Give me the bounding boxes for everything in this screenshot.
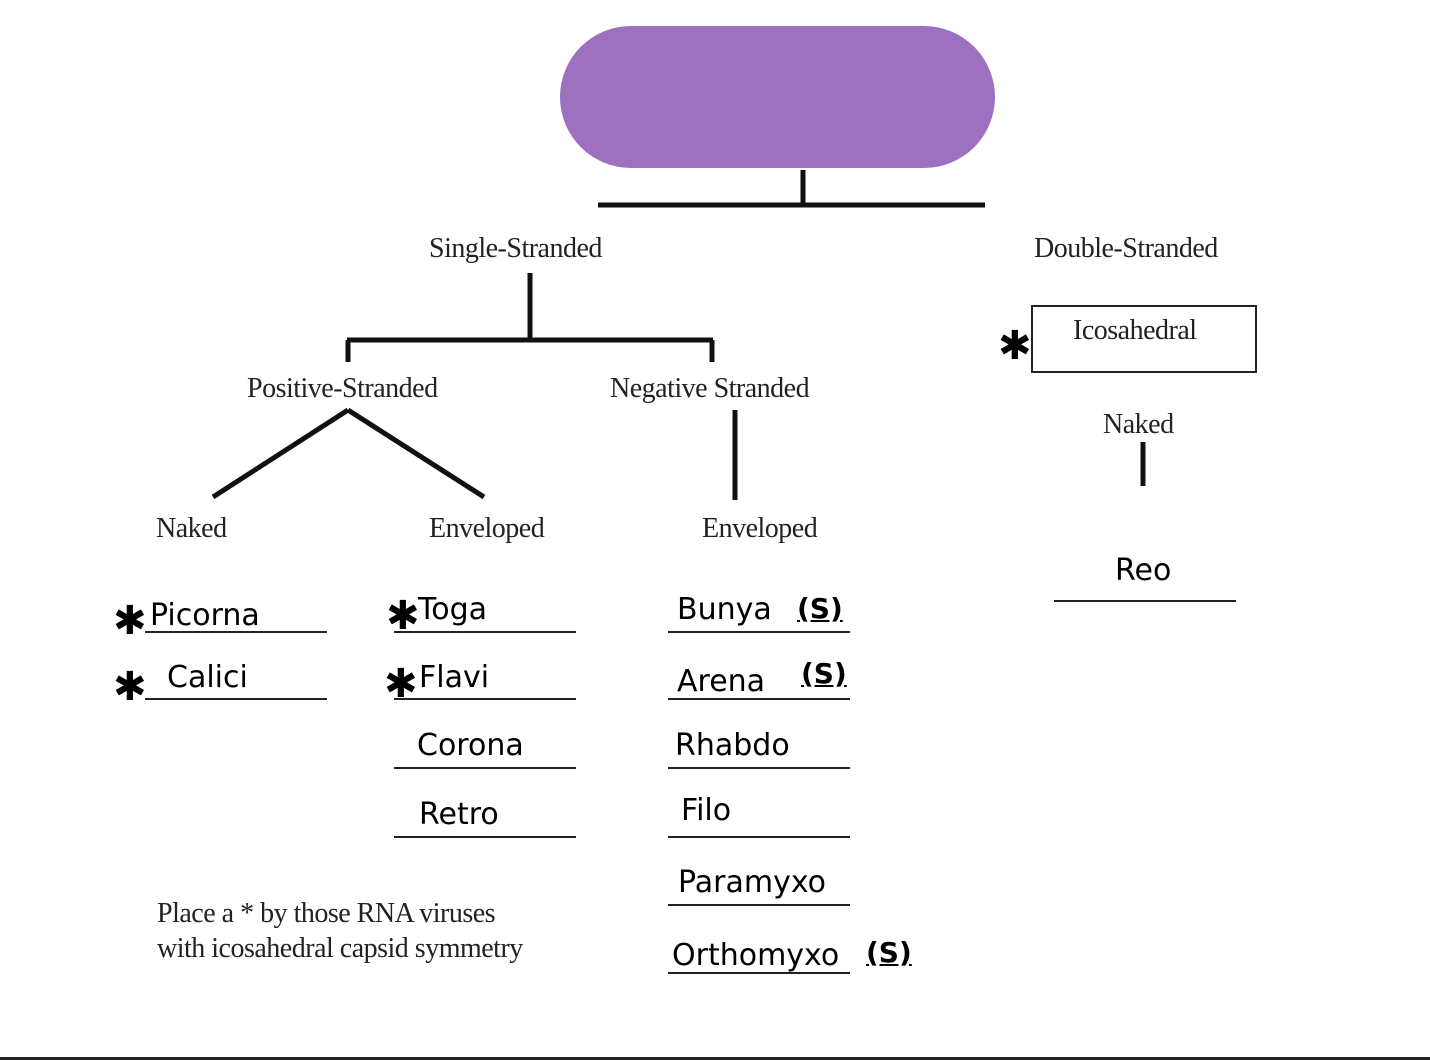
virus-picorna: Picorna xyxy=(150,598,260,633)
positive-enveloped-label: Enveloped xyxy=(429,513,545,544)
virus-paramyxo: Paramyxo xyxy=(678,865,827,900)
answer-blank xyxy=(394,767,576,769)
segmented-badge: (S) xyxy=(797,592,843,625)
asterisk-icon: ✱ xyxy=(998,323,1032,369)
answer-blank xyxy=(668,698,850,700)
answer-blank xyxy=(668,972,850,974)
virus-toga: Toga xyxy=(418,592,488,627)
negative-enveloped-label: Enveloped xyxy=(702,513,818,544)
answer-blank xyxy=(668,767,850,769)
virus-reo: Reo xyxy=(1115,553,1172,588)
virus-flavi: Flavi xyxy=(419,660,490,695)
virus-orthomyxo: Orthomyxo xyxy=(672,938,840,973)
answer-blank xyxy=(394,836,576,838)
answer-blank xyxy=(668,631,850,633)
virus-corona: Corona xyxy=(417,728,524,763)
positive-enveloped-branch xyxy=(346,407,486,500)
answer-blank xyxy=(145,631,327,633)
icosahedral-label: Icosahedral xyxy=(1073,315,1197,346)
virus-calici: Calici xyxy=(167,660,248,695)
answer-blank xyxy=(394,698,576,700)
ds-naked-label: Naked xyxy=(1103,409,1174,440)
positive-naked-label: Naked xyxy=(156,513,227,544)
answer-blank xyxy=(394,631,576,633)
positive-stranded-label: Positive-Stranded xyxy=(247,373,438,404)
virus-retro: Retro xyxy=(419,797,499,832)
segmented-badge: (S) xyxy=(866,936,912,969)
single-stranded-label: Single-Stranded xyxy=(429,233,602,264)
icosahedral-box xyxy=(1031,305,1257,373)
answer-blank xyxy=(668,836,850,838)
virus-arena: Arena xyxy=(677,664,766,699)
virus-rhabdo: Rhabdo xyxy=(675,728,790,763)
instruction-line-1: Place a * by those RNA viruses xyxy=(157,898,496,929)
bottom-border xyxy=(0,1057,1430,1060)
asterisk-icon: ✱ xyxy=(113,664,147,710)
asterisk-icon: ✱ xyxy=(386,593,420,639)
answer-blank xyxy=(668,904,850,906)
double-stranded-label: Double-Stranded xyxy=(1034,233,1218,264)
asterisk-icon: ✱ xyxy=(384,661,418,707)
answer-blank xyxy=(1054,600,1236,602)
redacted-title-blob xyxy=(560,26,995,168)
positive-naked-branch xyxy=(211,407,350,500)
answer-blank xyxy=(145,698,327,700)
virus-filo: Filo xyxy=(681,793,732,828)
segmented-badge: (S) xyxy=(801,657,847,690)
virus-bunya: Bunya xyxy=(677,592,772,627)
instruction-line-2: with icosahedral capsid symmetry xyxy=(157,933,523,964)
negative-stranded-label: Negative Stranded xyxy=(610,373,810,404)
asterisk-icon: ✱ xyxy=(113,598,147,644)
